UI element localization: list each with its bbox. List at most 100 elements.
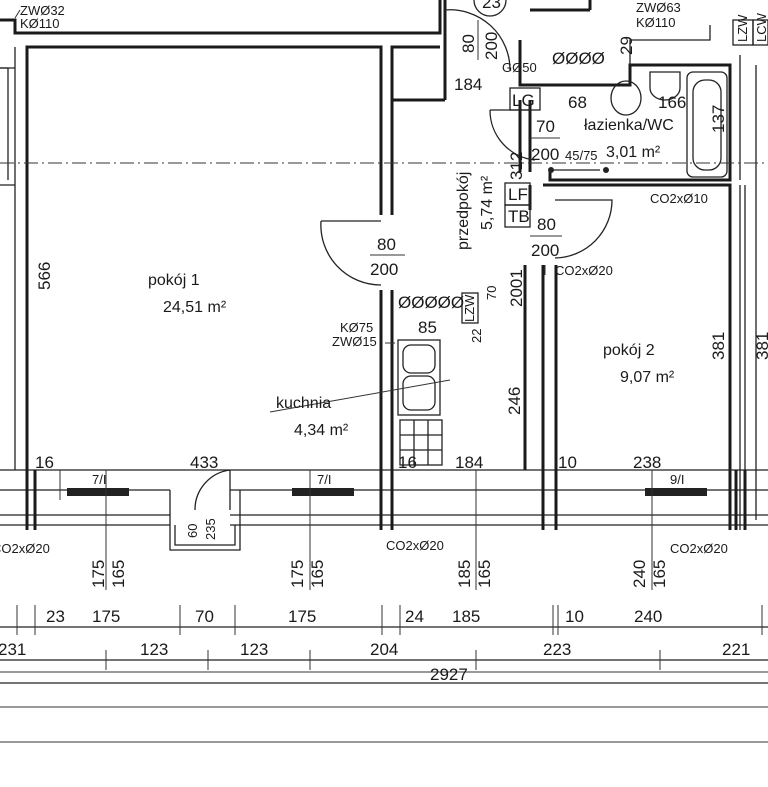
- balcony-door-width: 60: [185, 524, 200, 538]
- dim-566: 566: [35, 262, 54, 290]
- room-area-pokoj2: 9,07 m²: [620, 369, 675, 386]
- sill-3-a: 185: [455, 560, 474, 588]
- dim-85: 85: [418, 318, 437, 337]
- dim-row2-4: 204: [370, 640, 398, 659]
- room-name-kuchnia: kuchnia: [276, 395, 331, 412]
- sill-4-a: 240: [630, 560, 649, 588]
- label-lcw: LCW: [754, 12, 768, 42]
- label-lf: LF: [508, 185, 528, 204]
- fixtures: [397, 19, 768, 466]
- dim-row1-2: 175: [92, 607, 120, 626]
- room-name-pokoj1: pokój 1: [148, 272, 200, 289]
- dim-312: 312: [507, 152, 526, 180]
- door3-height: 200: [531, 145, 559, 164]
- dim-row1-4: 175: [288, 607, 316, 626]
- dim-238: 238: [633, 453, 661, 472]
- dim-row1-5: 24: [405, 607, 424, 626]
- dim-22: 22: [469, 329, 484, 343]
- room-name-pokoj2: pokój 2: [603, 342, 655, 359]
- door2-height: 200: [482, 32, 501, 60]
- dim-10: 10: [558, 453, 577, 472]
- sill-heights: 175 165 175 165 185 165 240 165: [89, 560, 669, 588]
- door-labels: 80 200 80 200 70 200 80 200 60 235 23: [185, 0, 562, 540]
- dim-45-75: 45/75: [565, 148, 598, 163]
- bathtub: [686, 71, 728, 178]
- dim-29: 29: [617, 36, 636, 55]
- dim-row1-1: 23: [46, 607, 65, 626]
- dim-246: 246: [505, 387, 524, 415]
- dim-total: 2927: [430, 665, 468, 684]
- sill-4-b: 165: [650, 560, 669, 588]
- sill-2-a: 175: [288, 560, 307, 588]
- dim-70: 70: [484, 286, 499, 300]
- balcony-door-height: 235: [203, 518, 218, 540]
- dim-row1-7: 10: [565, 607, 584, 626]
- sill-2-b: 165: [308, 560, 327, 588]
- window-2-type: 7/I: [317, 472, 331, 487]
- label-co2x10: CO2xØ10: [650, 191, 708, 206]
- stove: [399, 419, 443, 466]
- room-name-przedpokoj: przedpokój: [455, 172, 472, 250]
- window-1-type: 7/I: [92, 472, 106, 487]
- room-area-pokoj1: 24,51 m²: [163, 299, 227, 316]
- dim-row1-3: 70: [195, 607, 214, 626]
- dim-68: 68: [568, 93, 587, 112]
- kitchen-meters: ØØØØØ: [398, 293, 464, 312]
- dim-row2-6: 221: [722, 640, 750, 659]
- room-area-kuchnia: 4,34 m²: [294, 422, 349, 439]
- dim-row2-2: 123: [140, 640, 168, 659]
- label-lg: LG: [512, 91, 535, 110]
- gas-meters: ØØØØ: [552, 49, 605, 68]
- dim-row1-8: 240: [634, 607, 662, 626]
- label-k110b: KØ110: [636, 15, 676, 30]
- label-zw32: ZWØ32: [20, 3, 65, 18]
- dim-184: 184: [455, 453, 483, 472]
- room-name-lazienka: łazienka/WC: [584, 117, 674, 134]
- label-lzw: LZW: [735, 14, 750, 42]
- dim-166: 166: [658, 93, 686, 112]
- dim-433: 433: [190, 453, 218, 472]
- staircase-number: 23: [482, 0, 501, 12]
- sill-1-a: 175: [89, 560, 108, 588]
- label-co2x20-room2: CO2xØ20: [670, 541, 728, 556]
- label-lzw-kitchen: LZW: [462, 294, 477, 322]
- walls: [0, 0, 768, 551]
- staircase-marker: [473, 0, 507, 17]
- washbasin: [649, 71, 681, 101]
- dim-2001: 2001: [507, 269, 526, 307]
- label-zw15: ZWØ15: [332, 334, 377, 349]
- door1-height: 200: [370, 260, 398, 279]
- door4-width: 80: [537, 215, 556, 234]
- label-g50: GØ50: [502, 60, 537, 75]
- dim-381-right: 381: [753, 332, 768, 360]
- door2-width: 80: [459, 34, 478, 53]
- dim-row2-3: 123: [240, 640, 268, 659]
- label-co2x20-left: CO2xØ20: [0, 541, 50, 556]
- radiator-3: [645, 488, 707, 496]
- window-3-type: 9/I: [670, 472, 684, 487]
- radiator-1: [67, 488, 129, 496]
- dim-16-kitchen: 16: [398, 453, 417, 472]
- label-k110: KØ110: [20, 16, 60, 31]
- dim-row2-1: 231: [0, 640, 26, 659]
- dim-16-left: 16: [35, 453, 54, 472]
- room-labels: pokój 1 24,51 m² kuchnia 4,34 m² przedpo…: [148, 117, 675, 439]
- label-co2x20-kitchen: CO2xØ20: [386, 538, 444, 553]
- dim-row2-5: 223: [543, 640, 571, 659]
- sink: [397, 339, 441, 416]
- dim-row1-6: 185: [452, 607, 480, 626]
- radiator-2: [292, 488, 354, 496]
- label-zw63: ZWØ63: [636, 0, 681, 15]
- room-area-przedpokoj: 5,74 m²: [479, 175, 496, 230]
- dimension-chains: 23 175 70 175 24 185 10 240 231 123 123 …: [0, 605, 768, 743]
- interior-dimensions: 566 184 68 166 137 29 45/75 312 2001 70 …: [35, 36, 768, 590]
- dim-381: 381: [709, 332, 728, 360]
- installation-labels: ZWØ32 KØ110 ZWØ63 KØ110 GØ50 LG LF TB LZ…: [0, 0, 768, 556]
- toilet: [610, 80, 642, 116]
- door4-height: 200: [531, 241, 559, 260]
- label-co2x20-hall: CO2xØ20: [555, 263, 613, 278]
- label-tb: TB: [508, 207, 530, 226]
- label-k75: KØ75: [340, 320, 373, 335]
- door1-width: 80: [377, 235, 396, 254]
